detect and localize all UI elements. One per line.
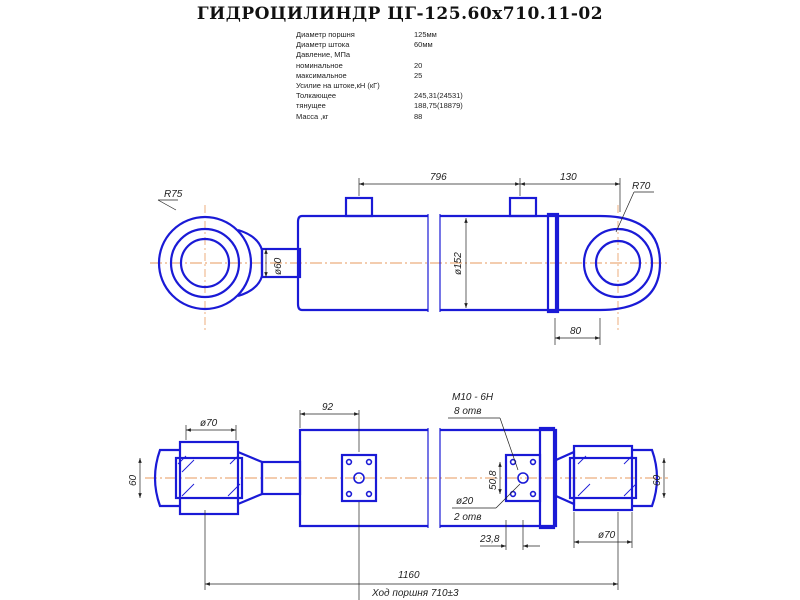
- dim-rod-diameter: ø60: [273, 257, 284, 275]
- spec-row: тянущее 188,75(18879): [296, 101, 556, 111]
- left-eye-mid: [169, 227, 241, 299]
- right-end-cap: [558, 214, 662, 312]
- spec-value: 188,75(18879): [414, 101, 463, 111]
- dim-92: 92: [322, 402, 334, 413]
- bottom-body-left: [298, 428, 428, 528]
- spec-row: Масса ,кг 88: [296, 112, 556, 122]
- top-body-left: [296, 214, 428, 312]
- spec-row: номинальное 20: [296, 61, 556, 71]
- dim-port-diameter: ø20: [456, 496, 474, 507]
- spec-label: тянущее: [296, 101, 326, 111]
- spec-label: Диаметр штока: [296, 40, 350, 50]
- spec-row: Диаметр штока 60мм: [296, 40, 556, 50]
- dim-thread: M10 - 6H: [452, 392, 494, 403]
- spec-label: Масса ,кг: [296, 111, 329, 121]
- left-eye-outer: [157, 215, 253, 311]
- spec-label: Усилие на штоке,кН (кГ): [296, 80, 380, 90]
- break-line: [427, 428, 441, 528]
- dim-port-count: 2 отв: [453, 512, 481, 523]
- bolt-hole: [529, 458, 537, 466]
- spec-row: Усилие на штоке,кН (кГ): [296, 81, 556, 91]
- dim-thread-count: 8 отв: [454, 406, 481, 417]
- spec-value: 25: [414, 70, 423, 80]
- spec-label: максимальное: [296, 70, 347, 80]
- right-end-block: [572, 444, 634, 512]
- top-rod: [260, 247, 302, 279]
- port-hole: [517, 472, 529, 484]
- spec-row: Давление, МПа: [296, 50, 556, 60]
- spec-label: Толкающее: [296, 91, 337, 101]
- top-port-left: [344, 196, 374, 218]
- port-hole: [353, 472, 365, 484]
- top-body-right: [440, 214, 558, 312]
- spec-row: Толкающее 245,31(24531): [296, 91, 556, 101]
- spec-label: Диаметр поршня: [296, 30, 355, 39]
- dim-left-width: 60: [128, 474, 139, 486]
- bolt-hole: [529, 490, 537, 498]
- bolt-hole: [345, 458, 353, 466]
- top-view: 796 130 R70 R75 ø60 ø152 80: [150, 172, 670, 345]
- spec-row: Диаметр поршня 125мм: [296, 30, 556, 40]
- left-end-fork: [153, 448, 180, 508]
- spec-label: номинальное: [296, 60, 343, 70]
- dim-796: 796: [430, 172, 447, 183]
- dim-1160: 1160: [398, 570, 420, 581]
- spec-value: 125мм: [414, 30, 437, 39]
- spec-row: максимальное 25: [296, 71, 556, 81]
- bolt-hole: [345, 490, 353, 498]
- dim-130: 130: [560, 172, 577, 183]
- dim-right-width: 60: [652, 474, 663, 486]
- dim-bolt-square: 50,8: [488, 470, 499, 490]
- left-bushing: [174, 456, 244, 500]
- spec-label: Давление, МПа: [296, 50, 351, 60]
- top-port-right: [508, 196, 538, 218]
- right-neck: [555, 450, 576, 506]
- right-port-plate: [504, 453, 542, 503]
- drawing-title: ГИДРОЦИЛИНДР ЦГ-125.60х710.11-02: [196, 4, 604, 24]
- dim-r70: R70: [632, 181, 651, 192]
- bottom-body-right: [440, 428, 558, 528]
- dim-r75: R75: [164, 189, 183, 200]
- right-eye-bore: [594, 239, 642, 287]
- dim-80: 80: [570, 326, 582, 337]
- right-eye-mid: [582, 227, 654, 299]
- left-eye-bore: [179, 237, 231, 289]
- spec-value: 245,31(24531): [414, 91, 463, 101]
- bolt-hole: [365, 458, 373, 466]
- spec-value: 20: [414, 60, 423, 70]
- right-end-fork: [632, 448, 659, 508]
- top-flange: [546, 212, 560, 314]
- right-bushing: [568, 456, 638, 500]
- bottom-view: 92 ø70 M10 - 6H 8 отв 60 50,8 ø20 2 отв …: [128, 392, 668, 600]
- bolt-hole: [365, 490, 373, 498]
- break-line: [427, 214, 441, 312]
- dim-stroke: Ход поршня 710±3: [371, 588, 459, 599]
- spec-value: 60мм: [414, 40, 433, 50]
- left-end-block: [178, 440, 240, 516]
- bolt-hole: [509, 490, 517, 498]
- dim-port-offset: 23,8: [479, 534, 500, 545]
- dim-body-diameter: ø152: [453, 252, 464, 275]
- spec-value: 88: [414, 111, 423, 121]
- spec-table: Диаметр поршня 125мм Диаметр штока 60мм Да…: [296, 30, 556, 122]
- left-port-plate: [340, 453, 378, 503]
- dim-left-eye-diameter: ø70: [200, 418, 218, 429]
- dim-right-eye-diameter: ø70: [598, 530, 616, 541]
